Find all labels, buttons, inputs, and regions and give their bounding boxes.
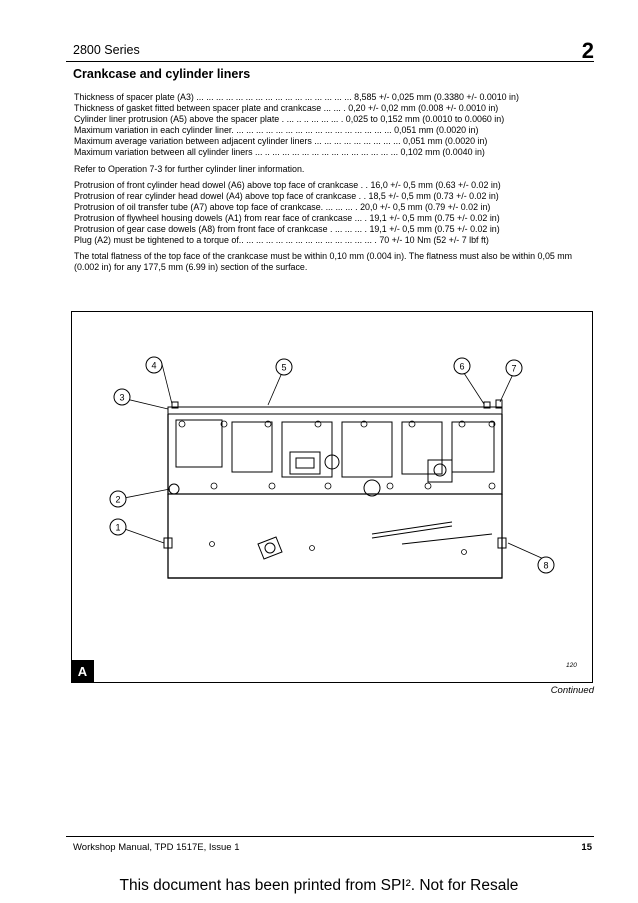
spec-line: Protrusion of oil transfer tube (A7) abo… (74, 201, 491, 212)
flatness-note: The total flatness of the top face of th… (74, 251, 573, 273)
figure-letter: A (71, 660, 94, 683)
callout-label: 5 (281, 363, 286, 373)
callout-label: 8 (543, 561, 548, 571)
oil-tube-a7 (495, 399, 503, 409)
series-title: 2800 Series (73, 43, 140, 57)
callout-7: 7 (505, 359, 523, 377)
callout-5: 5 (275, 358, 293, 376)
spec-line: Thickness of gasket fitted between space… (74, 103, 499, 114)
section-title: Crankcase and cylinder liners (73, 67, 251, 81)
callout-label: 6 (459, 362, 464, 372)
callout-6: 6 (453, 357, 471, 375)
callout-label: 1 (115, 523, 120, 533)
chapter-number: 2 (581, 38, 594, 63)
callout-label: 4 (151, 361, 156, 371)
footer-rule (66, 836, 594, 837)
plug-a2 (168, 483, 180, 495)
spec-line: Protrusion of gear case dowels (A8) from… (74, 224, 500, 235)
spec-line: Protrusion of flywheel housing dowels (A… (74, 212, 500, 223)
lower-block-outline (167, 494, 503, 579)
spec-line: Maximum variation in each cylinder liner… (74, 125, 479, 136)
upper-block-outline (167, 414, 503, 495)
deck-plate (167, 406, 503, 415)
spec-line: Protrusion of rear cylinder head dowel (… (74, 190, 499, 201)
dowel-a8 (497, 537, 507, 549)
spec-line: Plug (A2) must be tightened to a torque … (74, 235, 489, 246)
callout-1: 1 (109, 518, 127, 536)
spec-block-liners: Thickness of spacer plate (A3) ... ... .… (74, 92, 596, 273)
callout-label: 3 (119, 393, 124, 403)
resale-banner: This document has been printed from SPI²… (119, 877, 519, 894)
spec-line: Thickness of spacer plate (A3) ... ... .… (74, 92, 519, 102)
refer-note: Refer to Operation 7-3 for further cylin… (74, 163, 305, 174)
header-rule (66, 61, 594, 62)
continued-note: Continued (550, 685, 594, 696)
callout-8: 8 (537, 556, 555, 574)
callout-3: 3 (113, 388, 131, 406)
cover-plate (289, 451, 321, 475)
page-number: 15 (581, 842, 592, 853)
callout-label: 2 (115, 495, 120, 505)
crankcase-drawing: 1 2 3 4 5 6 7 8 (109, 356, 555, 579)
dowel-a6 (171, 401, 179, 409)
callout-label: 7 (511, 364, 516, 374)
spec-line: Protrusion of front cylinder head dowel … (74, 179, 501, 190)
crankcase-figure: 1 2 3 4 5 6 7 8 (71, 311, 593, 683)
callout-2: 2 (109, 490, 127, 508)
spec-line: Maximum variation between all cylinder l… (74, 147, 485, 158)
callout-4: 4 (145, 356, 163, 374)
spec-line: Cylinder liner protrusion (A5) above the… (74, 114, 505, 125)
figure-code: 120 (566, 662, 577, 669)
dowel-a4 (483, 401, 491, 409)
footer-manual: Workshop Manual, TPD 1517E, Issue 1 (73, 842, 240, 853)
spec-line: Maximum average variation between adjace… (74, 136, 488, 147)
